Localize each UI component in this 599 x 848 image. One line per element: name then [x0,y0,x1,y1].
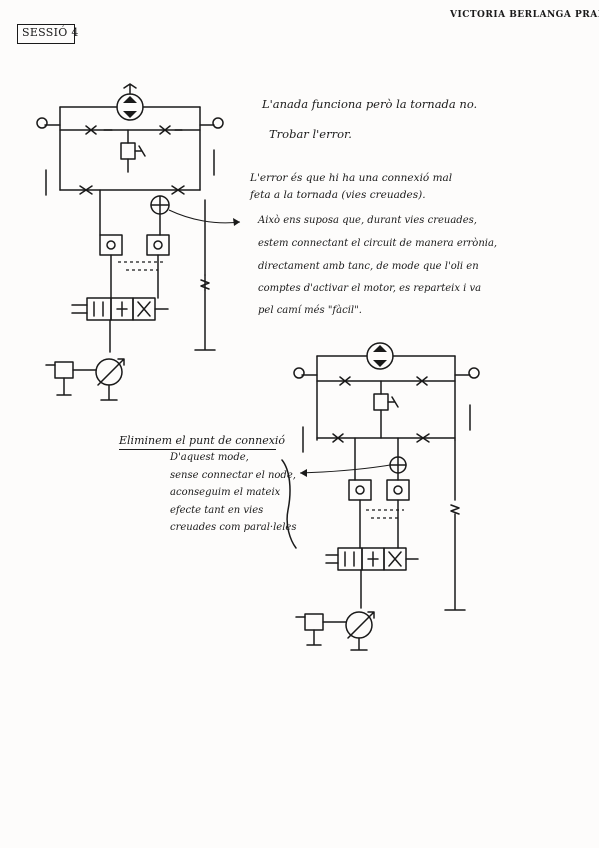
bottom-hydraulic-schematic [293,342,480,651]
check-valve-icon [339,376,351,386]
fix-line-1: D'aquest mode, [170,452,249,463]
pressure-gauge-icon [468,367,480,379]
directional-valve-icon [337,547,363,571]
callout-arrow [168,209,241,224]
pressure-gauge-icon [212,117,224,129]
error-line-2: feta a la tornada (vies creuades). [250,189,426,201]
consequence-line-3: directament amb tanc, de mode que l'oli … [258,261,479,272]
top-hydraulic-schematic [36,83,241,401]
check-valve-icon [85,125,113,135]
check-valve-icon [79,185,93,195]
fix-heading: Eliminem el punt de connexió [119,434,286,447]
valve-block-icon [146,234,170,256]
pressure-gauge-icon [293,367,305,379]
motor-arrow-down-icon [123,111,137,118]
pressure-gauge-icon [36,117,48,129]
session-label: SESSIÓ 4 [22,26,79,39]
session-box [17,24,75,44]
motor-shaft-icon [123,83,137,95]
hydraulic-pump-icon [95,358,123,386]
check-valve-icon [332,433,344,443]
fix-line-3: aconseguim el mateix [170,487,281,498]
fix-line-2: sense connectar el node, [170,470,296,481]
relief-valve-icon [120,142,136,160]
fix-line-4: efecte tant en vies [170,505,264,516]
valve-block-icon [386,479,410,501]
valve-block-icon [348,479,372,501]
check-valve-icon [416,433,430,443]
note-line-1: L'anada funciona però la tornada no. [262,97,478,111]
check-valve-icon [416,376,428,386]
fix-heading-underline [119,449,276,450]
consequence-line-4: comptes d'activar el motor, es reparteix… [258,283,482,294]
electric-motor-icon [304,613,324,631]
spring-icon [450,504,460,515]
fix-line-5: creuades com paral·leles [170,522,297,533]
hydraulic-pump-icon [345,611,373,639]
motor-arrow-up-icon [123,96,137,103]
note-line-2: Trobar l'error. [269,127,352,141]
consequence-line-2: estem connectant el circuit de manera er… [258,238,498,249]
author-name: VICTORIA BERLANGA PRADES [450,10,599,20]
motor-arrow-up-icon [373,345,387,352]
consequence-line-1: Això ens suposa que, durant vies creuade… [258,215,477,226]
actuator-icon [71,304,169,314]
actuator-icon [325,554,419,564]
relief-valve-icon [373,393,389,411]
check-valve-icon [171,185,185,195]
error-line-1: L'error és que hi ha una connexió mal [250,172,453,184]
check-valve-icon [159,125,183,135]
consequence-line-5: pel camí més "fàcil". [258,305,362,316]
brace-mark [281,459,297,549]
spring-icon [200,279,210,290]
valve-block-icon [99,234,123,256]
electric-motor-icon [54,361,74,379]
motor-arrow-down-icon [373,360,387,367]
directional-valve-icon [86,297,112,321]
callout-arrow [299,464,391,474]
